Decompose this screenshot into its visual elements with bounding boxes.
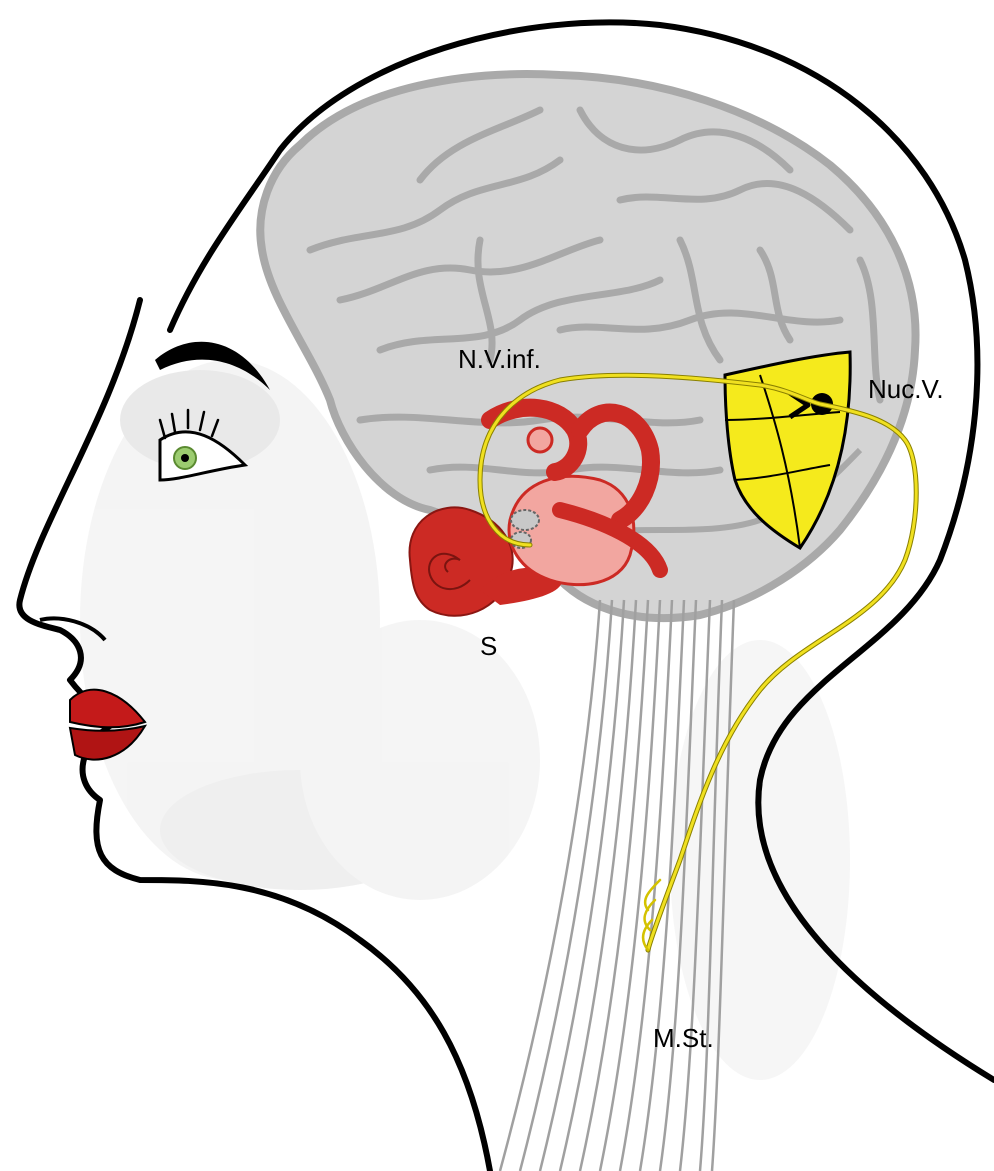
label-nerve: N.V.inf. — [458, 344, 541, 374]
label-s: S — [480, 631, 497, 661]
neck-muscle — [500, 600, 734, 1171]
label-nucleus: Nuc.V. — [868, 374, 944, 404]
label-muscle: M.St. — [653, 1023, 714, 1053]
